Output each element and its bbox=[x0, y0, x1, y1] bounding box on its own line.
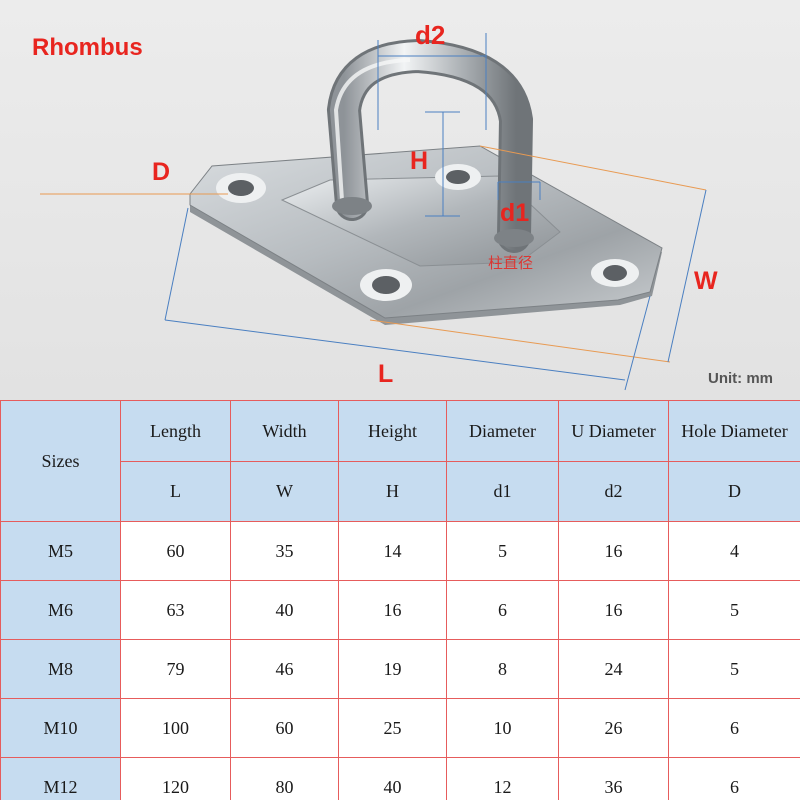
header-row-names: Sizes Length Width Height Diameter U Dia… bbox=[0, 400, 800, 522]
size-spec-table: Sizes Length Width Height Diameter U Dia… bbox=[0, 400, 800, 800]
cell-height: 16 bbox=[338, 580, 447, 640]
cell-hole-diameter: 6 bbox=[668, 757, 800, 800]
product-diagram: Rhombus d2 H D d1 W L 柱直径 Unit: mm bbox=[0, 0, 800, 400]
label-L: L bbox=[378, 360, 394, 388]
unit-label: Unit: mm bbox=[708, 370, 773, 387]
table-row: M8 79 46 19 8 24 5 bbox=[0, 639, 800, 699]
cell-length: 79 bbox=[120, 639, 231, 699]
label-H: H bbox=[410, 147, 429, 175]
cell-length: 63 bbox=[120, 580, 231, 640]
cell-diameter: 12 bbox=[446, 757, 559, 800]
cell-hole-diameter: 5 bbox=[668, 639, 800, 699]
cell-diameter: 10 bbox=[446, 698, 559, 758]
cell-width: 46 bbox=[230, 639, 339, 699]
table-row: M12 120 80 40 12 36 6 bbox=[0, 757, 800, 800]
header-symbol-H: H bbox=[338, 461, 447, 522]
table-row: M10 100 60 25 10 26 6 bbox=[0, 698, 800, 758]
header-sizes: Sizes bbox=[0, 400, 121, 522]
cell-length: 100 bbox=[120, 698, 231, 758]
header-width: Width bbox=[230, 400, 339, 462]
cell-u-diameter: 16 bbox=[558, 580, 669, 640]
cell-u-diameter: 24 bbox=[558, 639, 669, 699]
cell-width: 60 bbox=[230, 698, 339, 758]
size-cell: M10 bbox=[0, 698, 121, 758]
label-D: D bbox=[152, 158, 171, 186]
cell-diameter: 6 bbox=[446, 580, 559, 640]
cell-diameter: 8 bbox=[446, 639, 559, 699]
cell-height: 14 bbox=[338, 521, 447, 581]
cell-width: 40 bbox=[230, 580, 339, 640]
cell-length: 120 bbox=[120, 757, 231, 800]
header-hole-diameter: Hole Diameter bbox=[668, 400, 800, 462]
header-diameter: Diameter bbox=[446, 400, 559, 462]
cell-height: 40 bbox=[338, 757, 447, 800]
header-u-diameter: U Diameter bbox=[558, 400, 669, 462]
cell-width: 35 bbox=[230, 521, 339, 581]
cell-u-diameter: 26 bbox=[558, 698, 669, 758]
header-height: Height bbox=[338, 400, 447, 462]
header-symbol-D: D bbox=[668, 461, 800, 522]
cell-height: 25 bbox=[338, 698, 447, 758]
header-row-symbols: L W H d1 d2 D bbox=[1, 461, 800, 522]
label-d1: d1 bbox=[500, 199, 530, 227]
cell-u-diameter: 36 bbox=[558, 757, 669, 800]
header-symbol-d1: d1 bbox=[446, 461, 559, 522]
label-column-diameter-cn: 柱直径 bbox=[488, 254, 534, 272]
cell-hole-diameter: 6 bbox=[668, 698, 800, 758]
table-row: M6 63 40 16 6 16 5 bbox=[0, 580, 800, 640]
table-row: M5 60 35 14 5 16 4 bbox=[0, 521, 800, 581]
cell-u-diameter: 16 bbox=[558, 521, 669, 581]
cell-height: 19 bbox=[338, 639, 447, 699]
label-W: W bbox=[694, 267, 718, 295]
label-d2: d2 bbox=[415, 20, 446, 50]
size-cell: M5 bbox=[0, 521, 121, 581]
diagram-title: Rhombus bbox=[32, 34, 143, 61]
cell-hole-diameter: 5 bbox=[668, 580, 800, 640]
header-length: Length bbox=[120, 400, 231, 462]
size-cell: M12 bbox=[0, 757, 121, 800]
cell-hole-diameter: 4 bbox=[668, 521, 800, 581]
cell-width: 80 bbox=[230, 757, 339, 800]
eye-plate-illustration bbox=[40, 33, 707, 391]
cell-diameter: 5 bbox=[446, 521, 559, 581]
size-cell: M8 bbox=[0, 639, 121, 699]
header-symbol-L: L bbox=[120, 461, 231, 522]
cell-length: 60 bbox=[120, 521, 231, 581]
size-cell: M6 bbox=[0, 580, 121, 640]
header-symbol-d2: d2 bbox=[558, 461, 669, 522]
header-symbol-W: W bbox=[230, 461, 339, 522]
